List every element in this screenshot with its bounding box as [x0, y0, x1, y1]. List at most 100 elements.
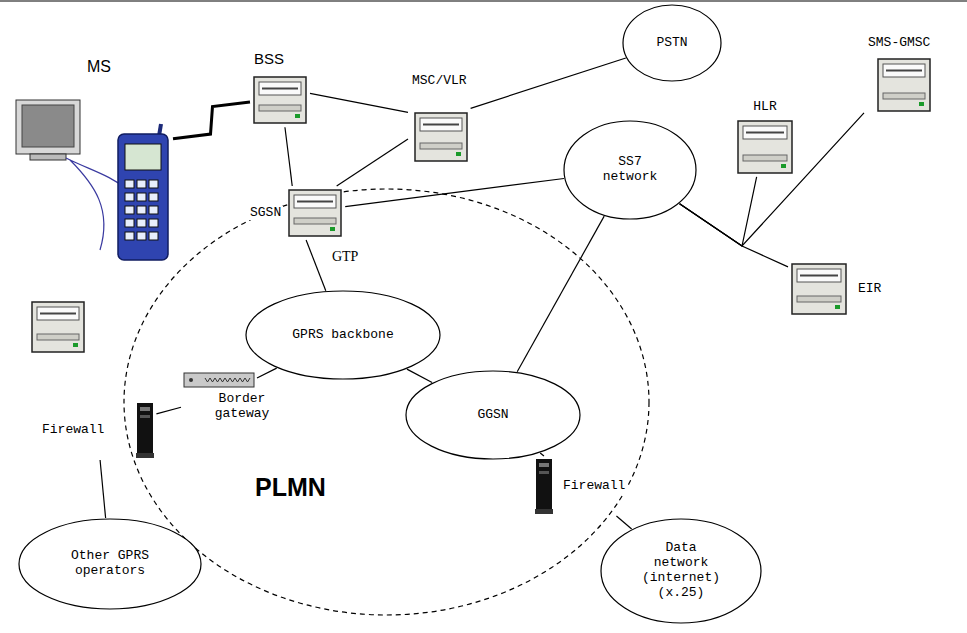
computer-led	[456, 152, 461, 156]
server-icon	[790, 262, 848, 316]
cloud-ellipse	[246, 291, 440, 379]
phone-icon	[115, 124, 171, 262]
computer-slot	[423, 123, 459, 125]
firewall-panel	[539, 463, 549, 467]
radio-link	[173, 102, 250, 139]
server-node: BSS	[252, 50, 308, 125]
network-link	[345, 178, 564, 206]
router-icon	[183, 372, 255, 388]
phone-key	[137, 232, 146, 240]
computer-drive	[883, 93, 925, 99]
firewall-icon	[535, 458, 553, 514]
firewall-panel	[140, 415, 150, 418]
firewall-foot	[136, 453, 154, 458]
phone-key	[137, 219, 146, 227]
server-node: SGSN	[248, 188, 343, 238]
computer-body	[792, 264, 846, 314]
computer-slot	[40, 313, 76, 315]
router-port	[240, 378, 245, 382]
computer-body	[878, 59, 930, 111]
network-link	[471, 58, 626, 108]
computer-led	[781, 164, 786, 168]
phone-key	[125, 206, 134, 214]
router-port	[230, 378, 235, 382]
phone-key	[125, 193, 134, 201]
firewall-panel	[140, 407, 150, 411]
cloud-ellipse	[564, 121, 696, 219]
computer-top-panel	[743, 126, 787, 139]
computer-led	[835, 305, 840, 309]
cloud-ellipse	[19, 519, 201, 609]
phone-key	[149, 180, 158, 188]
phone-body	[118, 134, 168, 260]
computer-slot	[297, 201, 333, 203]
cloud-ellipse	[623, 5, 721, 81]
computer-top-panel	[420, 118, 462, 131]
computer-drive	[797, 296, 841, 302]
computer-led	[295, 114, 300, 118]
phone-key	[137, 206, 146, 214]
router-port	[225, 378, 230, 382]
phone-key	[125, 232, 134, 240]
computer-body	[738, 121, 792, 173]
firewall-foot	[535, 509, 553, 514]
firewall-tower	[536, 459, 552, 513]
network-link	[407, 369, 432, 382]
node-label: Border gateway	[209, 392, 275, 422]
firewall-panel	[539, 471, 549, 474]
network-cloud: Data network (internet) (x.25)	[600, 518, 762, 624]
network-cloud: Other GPRS operators	[18, 518, 202, 610]
node-label: BSS	[252, 50, 286, 67]
cloud-ellipse	[601, 519, 761, 623]
computer-slot	[800, 275, 838, 277]
server-node: MSC/VLR	[410, 74, 469, 163]
phone-key	[149, 206, 158, 214]
router-port	[220, 378, 225, 382]
firewall-node: Firewall	[535, 458, 627, 514]
router-port	[210, 378, 215, 382]
computer-drive	[294, 218, 336, 224]
phone-key	[149, 219, 158, 227]
computer-top-panel	[797, 269, 841, 282]
computer-slot	[746, 131, 784, 133]
server-node: EIR	[790, 262, 883, 316]
network-link	[285, 127, 292, 186]
computer-body	[289, 190, 341, 236]
computer-top-panel	[883, 64, 925, 77]
node-label: GGSN	[475, 408, 510, 423]
computer-drive	[259, 105, 301, 111]
server-node: SMS-GMSC	[866, 36, 932, 113]
computer-body	[415, 113, 467, 161]
network-link	[616, 516, 631, 529]
firewall-icon	[136, 402, 154, 458]
computer-top-panel	[37, 307, 79, 320]
node-label: GPRS backbone	[290, 328, 395, 343]
phone-key	[149, 193, 158, 201]
computer-body	[254, 77, 306, 123]
server-icon	[252, 75, 308, 125]
node-label: SGSN	[248, 206, 283, 221]
edge-label: GTP	[330, 249, 360, 264]
computer-top-panel	[259, 82, 301, 95]
network-link	[156, 407, 181, 414]
phone-key	[125, 180, 134, 188]
network-link	[680, 204, 788, 267]
network-cloud: GPRS backbone	[245, 290, 441, 380]
phone-key	[137, 193, 146, 201]
node-label: PLMN	[253, 473, 328, 502]
computer-led	[330, 227, 335, 231]
node-label: SMS-GMSC	[866, 36, 932, 51]
computer-led	[919, 102, 924, 106]
network-link	[310, 93, 408, 112]
router-port	[215, 378, 220, 382]
router-node: Border gateway	[183, 372, 255, 422]
server-icon	[876, 57, 932, 113]
router-port	[205, 378, 210, 382]
frame-top	[0, 1, 967, 2]
network-cloud: GGSN	[405, 370, 581, 460]
computer-drive	[743, 155, 787, 161]
network-cloud: SS7 network	[563, 120, 697, 220]
server-icon	[413, 111, 469, 163]
router-body	[184, 373, 254, 387]
